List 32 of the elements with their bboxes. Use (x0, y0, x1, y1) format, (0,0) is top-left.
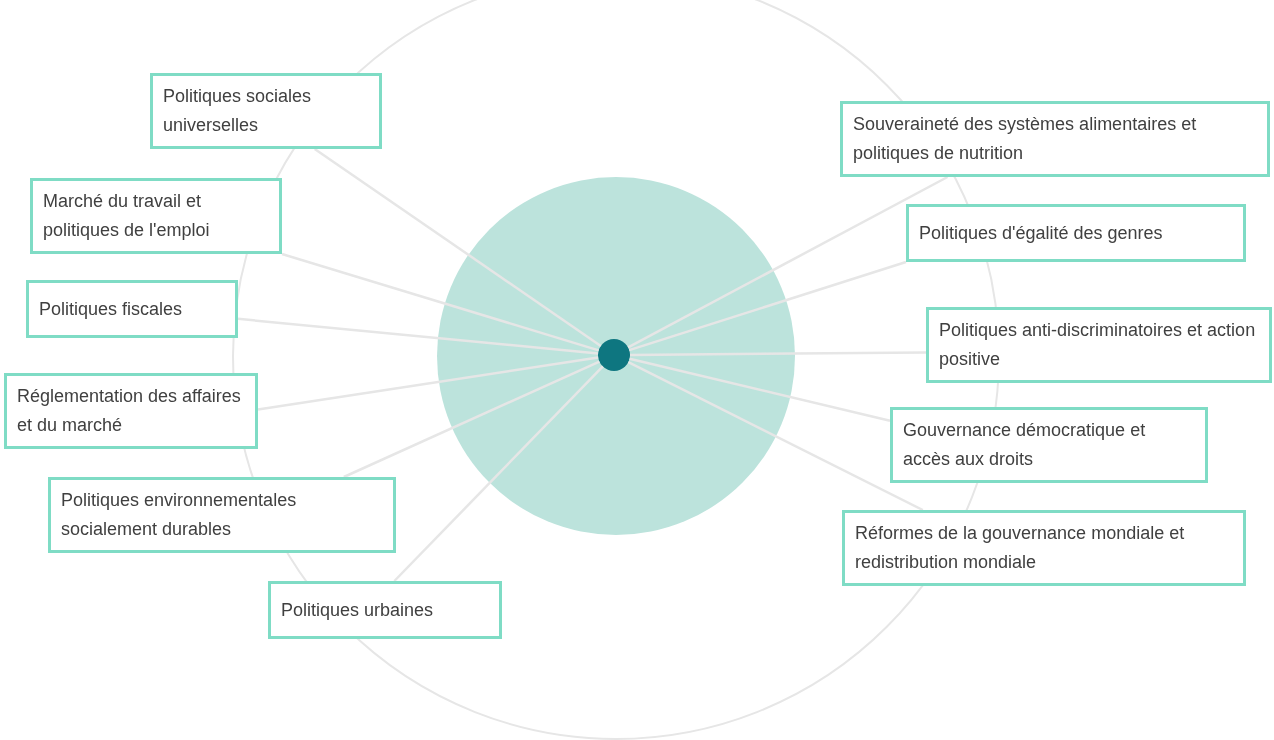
connector-line (257, 356, 599, 411)
policy-box (840, 101, 1270, 177)
policy-box (26, 280, 238, 338)
policy-label: Politiques sociales universelles (163, 85, 313, 137)
connector-line (237, 317, 599, 355)
connector-line (629, 357, 891, 422)
connector-line (630, 351, 926, 357)
policy-box (4, 373, 258, 449)
policy-label: Politiques fiscales (39, 297, 184, 321)
policy-box (268, 581, 502, 639)
connector-line (627, 361, 924, 512)
connector-line (628, 260, 907, 352)
policy-label: Réglementation des affaires et du marché (17, 385, 242, 437)
connector-line (314, 147, 602, 347)
policy-box (926, 307, 1272, 383)
policy-label: Politiques urbaines (281, 598, 435, 622)
policy-label: Politiques environnementales socialement durables (61, 489, 298, 541)
policy-box (890, 407, 1208, 483)
policy-box (842, 510, 1246, 586)
policy-label: Politiques anti-discriminatoires et action positive (939, 319, 1257, 371)
policy-box (48, 477, 396, 553)
policy-box (30, 178, 282, 254)
policy-label: Souveraineté des systèmes alimentaires et politiques de nutrition (853, 113, 1198, 165)
policy-box (906, 204, 1246, 262)
policy-box (150, 73, 382, 149)
policy-label: Gouvernance démocratique et accès aux droits (903, 419, 1147, 471)
connector-line (281, 252, 600, 352)
policy-label: Politiques d'égalité des genres (919, 221, 1164, 245)
policy-label: Réformes de la gouvernance mondiale et redistribution mondiale (855, 522, 1186, 574)
connector-line (343, 360, 600, 479)
connector-line (393, 365, 604, 582)
policy-label: Marché du travail et politiques de l'emploi (43, 190, 211, 242)
